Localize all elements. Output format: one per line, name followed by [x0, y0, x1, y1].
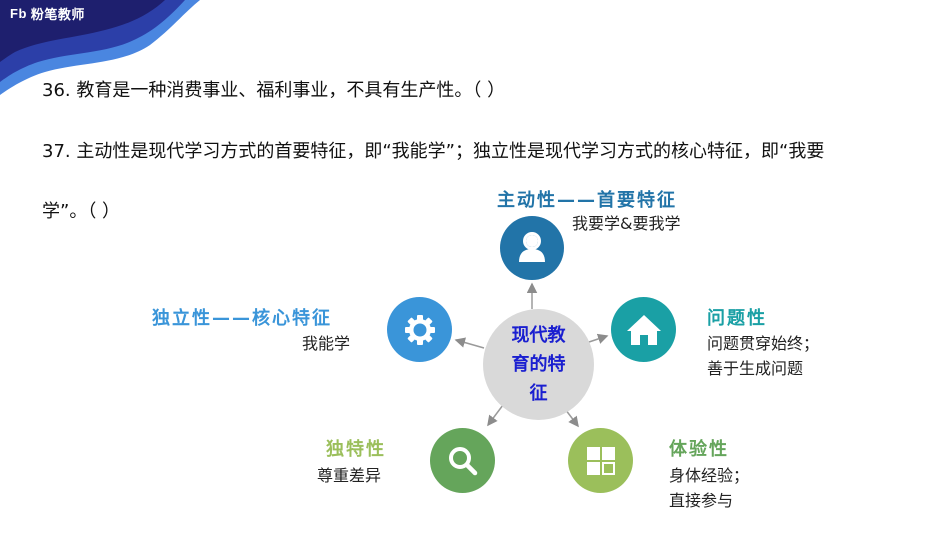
node-bottom-right-title: 体验性: [669, 439, 729, 460]
node-bottom-right-circle: [568, 428, 633, 493]
center-line1: 现代教: [511, 325, 566, 346]
question-36: 36. 教育是一种消费事业、福利事业，不具有生产性。（ ）: [42, 80, 506, 101]
brand-logo-mark: Fb: [10, 6, 27, 21]
node-right-desc-2: 善于生成问题: [707, 359, 804, 378]
node-top-desc: 我要学&要我学: [572, 214, 681, 233]
node-right-title: 问题性: [707, 308, 767, 329]
home-icon: [626, 314, 661, 345]
center-line3: 征: [529, 383, 548, 404]
brand-banner: [0, 0, 200, 95]
grid-icon: [586, 446, 615, 475]
question-37-line1: 37. 主动性是现代学习方式的首要特征，即“我能学”；独立性是现代学习方式的核心…: [42, 141, 825, 162]
node-bottom-left-circle: [430, 428, 495, 493]
brand-name: 粉笔教师: [30, 8, 85, 23]
node-right-desc-1: 问题贯穿始终；: [707, 334, 820, 353]
question-37-line2: 学”。（ ）: [42, 201, 121, 222]
node-top-circle: [500, 216, 564, 280]
search-icon: [448, 446, 477, 475]
node-left-desc: 我能学: [302, 334, 351, 353]
node-bottom-left-title: 独特性: [326, 439, 386, 460]
node-left-circle: [387, 297, 452, 362]
node-left-title: 独立性——核心特征: [152, 308, 332, 329]
center-node: 现代教 育的特 征: [483, 309, 594, 420]
node-right-circle: [611, 297, 676, 362]
user-icon: [519, 232, 545, 262]
brand-logo: Fb 粉笔教师: [10, 4, 85, 23]
node-bottom-left-desc: 尊重差异: [317, 466, 382, 485]
center-line2: 育的特: [511, 354, 566, 375]
gear-icon: [404, 314, 435, 345]
node-bottom-right-desc-1: 身体经验；: [669, 466, 750, 485]
node-top-title: 主动性——首要特征: [497, 190, 677, 211]
node-bottom-right-desc-2: 直接参与: [669, 491, 734, 510]
